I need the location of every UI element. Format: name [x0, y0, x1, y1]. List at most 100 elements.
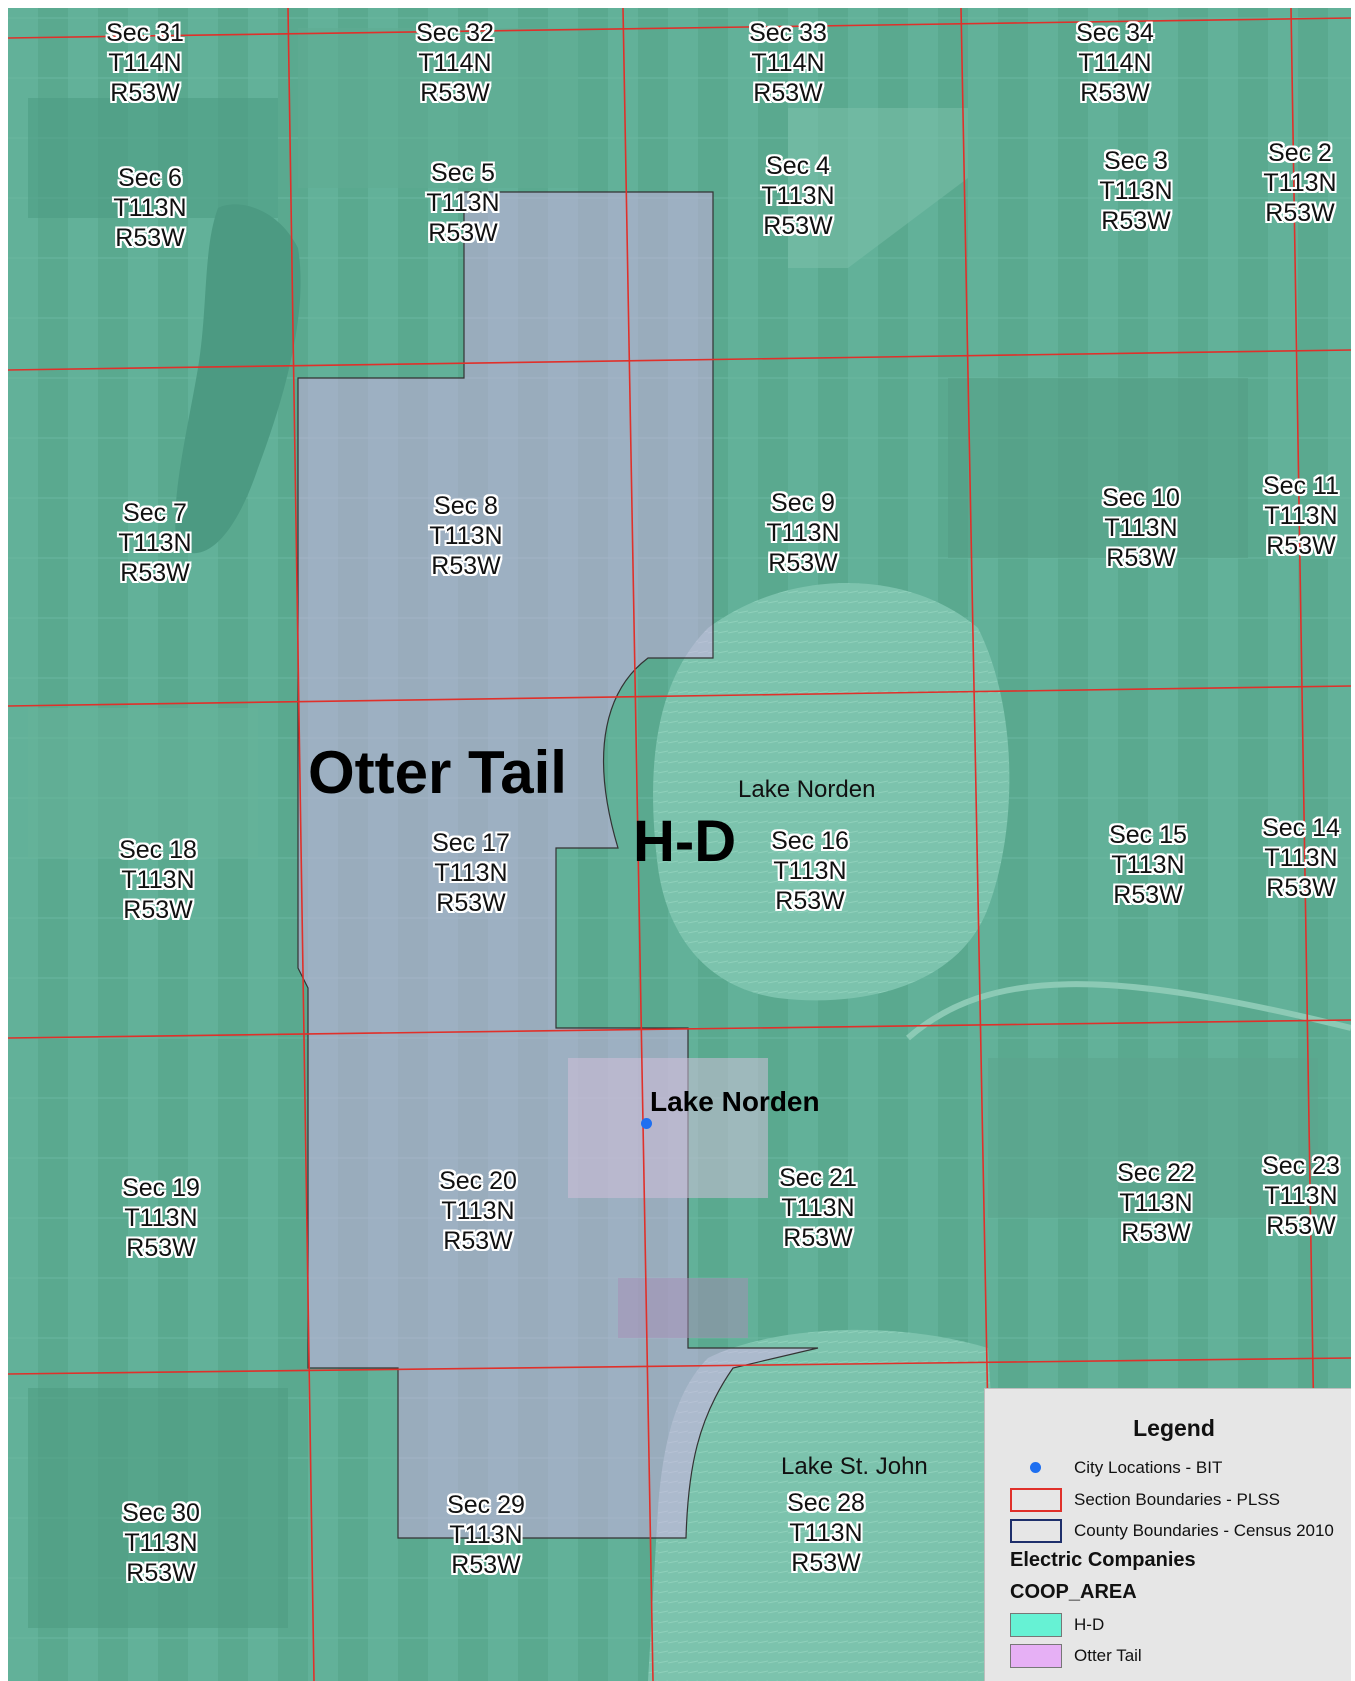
section-label-t: T113N	[1104, 514, 1178, 542]
section-label-r: R53W	[443, 1227, 513, 1255]
section-label-r: R53W	[1101, 207, 1171, 235]
section-label-sec: Sec 19	[122, 1174, 200, 1202]
section-label-t: T113N	[789, 1519, 863, 1547]
section-label-t: T113N	[426, 189, 500, 217]
section-label-sec: Sec 2	[1268, 139, 1332, 167]
legend: Legend City Locations - BIT Section Boun…	[984, 1388, 1351, 1681]
city-location-point[interactable]	[641, 1118, 652, 1129]
map-imagery	[8, 8, 1351, 1681]
section-label-sec: Sec 29	[447, 1491, 525, 1519]
section-label-r: R53W	[1113, 881, 1183, 909]
section-label-sec: Sec 17	[432, 829, 510, 857]
section-label-sec: Sec 32	[416, 19, 494, 47]
section-label-sec: Sec 16	[771, 827, 849, 855]
lake-st-john-water-label: Lake St. John	[781, 1453, 928, 1480]
section-label-sec: Sec 31	[106, 19, 184, 47]
section-label-t: T114N	[751, 49, 825, 77]
section-label-t: T113N	[121, 866, 195, 894]
legend-otter-tail: Otter Tail	[1010, 1643, 1142, 1669]
section-label-r: R53W	[1080, 79, 1150, 107]
section-label-t: T113N	[118, 529, 192, 557]
section-label-r: R53W	[123, 896, 193, 924]
section-label-r: R53W	[126, 1559, 196, 1587]
section-label-r: R53W	[120, 559, 190, 587]
otter-tail-label: Otter Tail	[308, 739, 567, 806]
section-label-r: R53W	[451, 1551, 521, 1579]
section-label-t: T113N	[1111, 851, 1185, 879]
section-label-sec: Sec 8	[434, 492, 498, 520]
otter-tail-area	[297, 191, 819, 1539]
section-label-sec: Sec 23	[1262, 1152, 1340, 1180]
section-label-r: R53W	[428, 219, 498, 247]
section-label-t: T113N	[1099, 177, 1173, 205]
city-point-icon	[1010, 1456, 1062, 1480]
section-label-r: R53W	[763, 212, 833, 240]
section-label-r: R53W	[115, 224, 185, 252]
section-label-t: T113N	[124, 1204, 198, 1232]
section-label-t: T114N	[1078, 49, 1152, 77]
section-label-sec: Sec 30	[122, 1499, 200, 1527]
legend-county-boundaries-label: County Boundaries - Census 2010	[1074, 1521, 1334, 1540]
section-label-r: R53W	[753, 79, 823, 107]
legend-city-locations: City Locations - BIT	[1010, 1455, 1222, 1481]
legend-county-boundaries: County Boundaries - Census 2010	[1010, 1518, 1334, 1544]
legend-coop-area: COOP_AREA	[1010, 1581, 1137, 1603]
section-label-r: R53W	[791, 1549, 861, 1577]
section-label-t: T113N	[773, 857, 847, 885]
section-label-r: R53W	[110, 79, 180, 107]
section-label-r: R53W	[1121, 1219, 1191, 1247]
section-label-r: R53W	[126, 1234, 196, 1262]
section-label-sec: Sec 15	[1109, 821, 1187, 849]
legend-hd-label: H-D	[1074, 1615, 1105, 1634]
section-label-t: T113N	[1264, 844, 1338, 872]
legend-otter-tail-label: Otter Tail	[1074, 1646, 1142, 1665]
city-label: Lake Norden	[650, 1086, 820, 1117]
section-label-sec: Sec 34	[1076, 19, 1154, 47]
legend-city-locations-label: City Locations - BIT	[1074, 1458, 1223, 1477]
section-label-sec: Sec 9	[771, 489, 835, 517]
section-label-t: T114N	[108, 49, 182, 77]
section-label-sec: Sec 6	[118, 164, 182, 192]
legend-hd: H-D	[1010, 1612, 1104, 1638]
section-label-sec: Sec 18	[119, 836, 197, 864]
legend-electric-companies: Electric Companies	[1010, 1549, 1196, 1571]
section-label-t: T113N	[1263, 169, 1337, 197]
section-label-t: T113N	[1264, 1182, 1338, 1210]
section-label-t: T113N	[124, 1529, 198, 1557]
section-label-t: T113N	[449, 1521, 523, 1549]
section-label-t: T114N	[418, 49, 492, 77]
section-label-sec: Sec 33	[749, 19, 827, 47]
section-label-sec: Sec 7	[123, 499, 187, 527]
section-label-t: T113N	[429, 522, 503, 550]
hd-swatch-icon	[1010, 1613, 1062, 1637]
section-label-t: T113N	[441, 1197, 515, 1225]
section-label-sec: Sec 21	[779, 1164, 857, 1192]
otter-tail-swatch-icon	[1010, 1644, 1062, 1668]
hd-label: H-D	[633, 809, 737, 874]
county-boundary-icon	[1010, 1519, 1062, 1543]
section-label-sec: Sec 20	[439, 1167, 517, 1195]
lake-norden-water-label: Lake Norden	[738, 776, 876, 803]
section-label-sec: Sec 28	[787, 1489, 865, 1517]
section-label-r: R53W	[1266, 874, 1336, 902]
